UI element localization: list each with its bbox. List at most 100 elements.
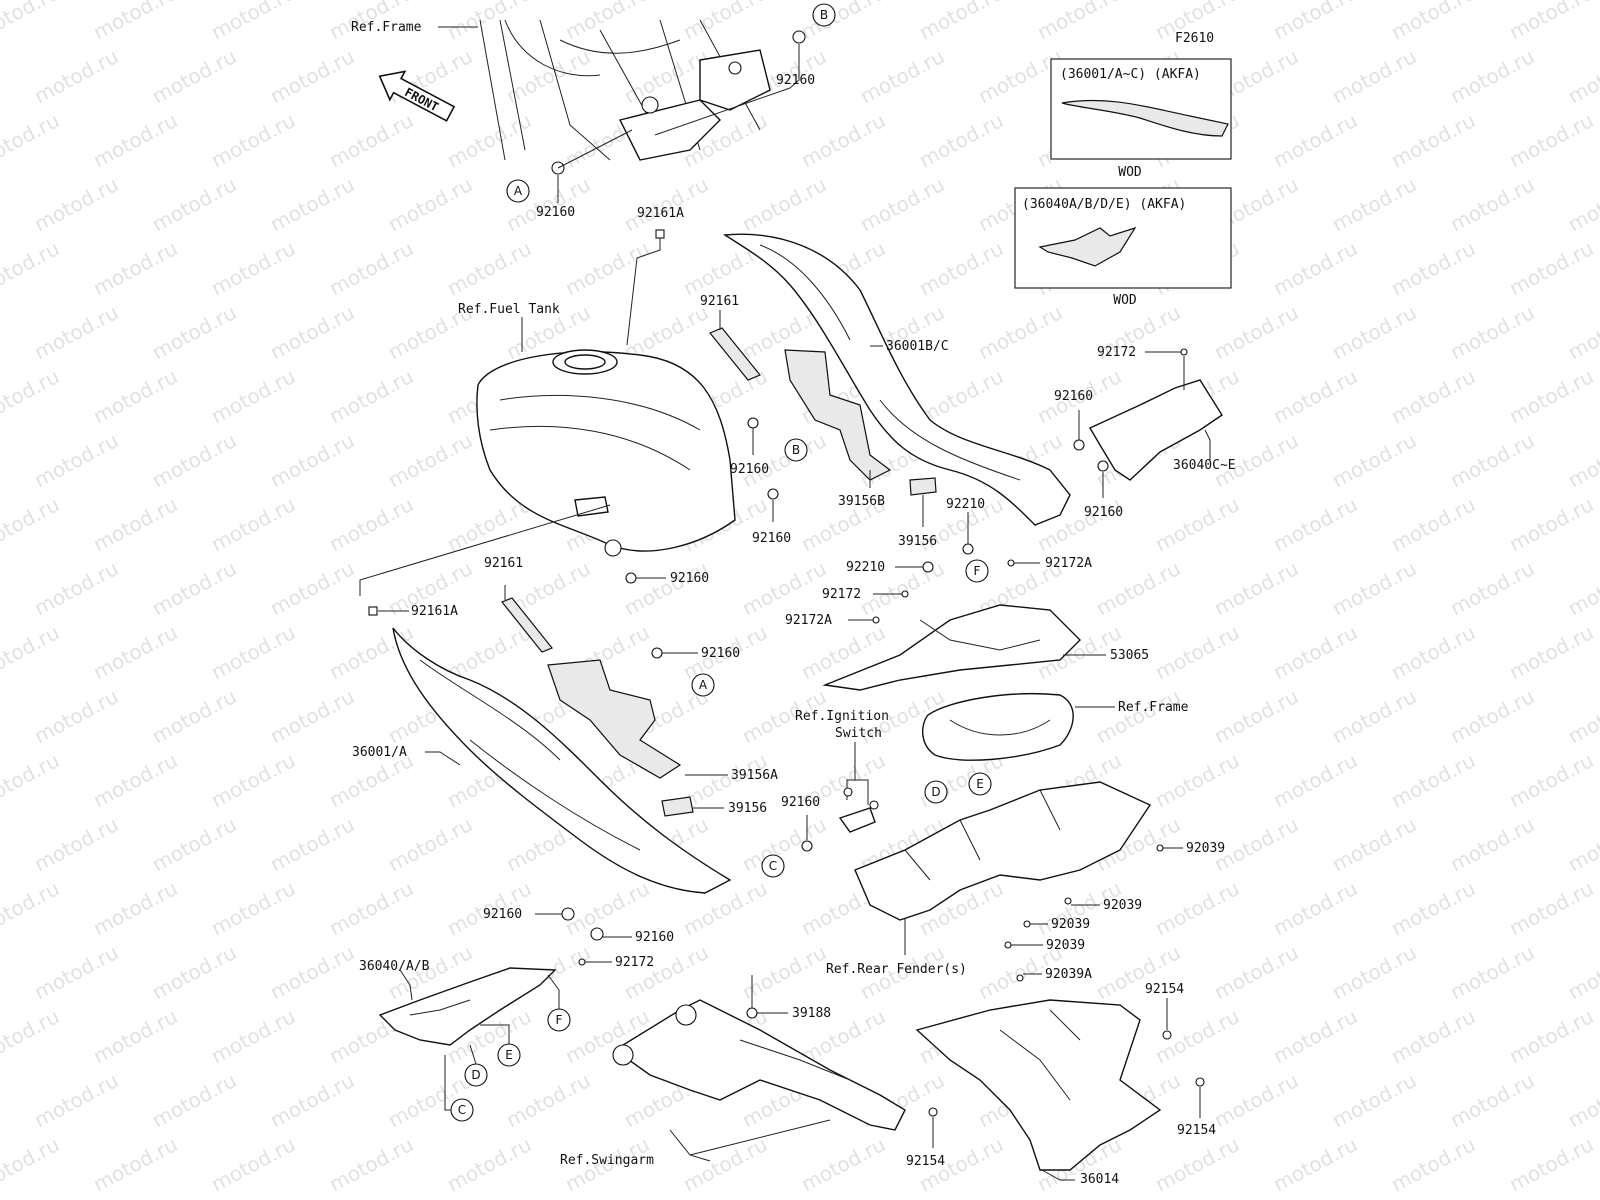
watermark-text: motod.ru <box>148 940 240 1004</box>
watermark-text: motod.ru <box>0 620 63 684</box>
callout-92039-a: 92039 <box>1186 841 1225 856</box>
watermark-text: motod.ru <box>620 172 712 236</box>
watermark-text: motod.ru <box>974 1196 1066 1200</box>
watermark-text: motod.ru <box>0 364 63 428</box>
leader-marker-E-low <box>480 1024 510 1044</box>
watermark-text: motod.ru <box>1505 236 1597 300</box>
watermark-text: motod.ru <box>30 172 122 236</box>
ref-ignition-label-2: Switch <box>835 726 882 741</box>
watermark-text: motod.ru <box>266 1196 358 1200</box>
watermark-text: motod.ru <box>89 876 181 940</box>
watermark-text: motod.ru <box>0 748 63 812</box>
leader-92161A-left-frame <box>359 504 611 596</box>
rear-fender-drawing <box>854 781 1152 921</box>
watermark-text: motod.ru <box>89 364 181 428</box>
marker-F-mid-letter: F <box>974 564 981 578</box>
watermark-text: motod.ru <box>1269 236 1361 300</box>
side-cover-36040AB-detail <box>409 999 471 1016</box>
callout-92172A-a: 92172A <box>1045 556 1092 571</box>
ref-frame-top-label: Ref.Frame <box>351 20 422 35</box>
watermark-text: motod.ru <box>148 428 240 492</box>
watermark-text: motod.ru <box>325 108 417 172</box>
watermark-text: motod.ru <box>1269 620 1361 684</box>
watermark-text: motod.ru <box>1387 492 1479 556</box>
watermark-text: motod.ru <box>1387 0 1479 44</box>
watermark-text: motod.ru <box>856 172 948 236</box>
rear-fender-36014-detail <box>999 1009 1081 1101</box>
swingarm-pivot-right <box>675 1004 697 1026</box>
marker-F-mid <box>965 559 989 583</box>
nut-92160-m1 <box>651 647 663 659</box>
screw-92172A-b <box>872 616 880 624</box>
leader-92172-right <box>1145 351 1185 390</box>
watermark-text: motod.ru <box>620 44 712 108</box>
rear-fender-detail <box>904 789 1061 881</box>
watermark-text: motod.ru <box>797 108 889 172</box>
watermark-text: motod.ru <box>266 44 358 108</box>
inset-caption-36040: WOD <box>1113 293 1137 308</box>
watermark-text: motod.ru <box>620 940 712 1004</box>
watermark-text: motod.ru <box>1269 108 1361 172</box>
callout-92160-t3: 92160 <box>670 571 709 586</box>
watermark-text: motod.ru <box>974 300 1066 364</box>
callout-92160-r2: 92160 <box>1084 505 1123 520</box>
marker-C-low-letter: C <box>458 1103 466 1117</box>
ref-frame-mid-label: Ref.Frame <box>1118 700 1189 715</box>
watermark-text: motod.ru <box>30 1068 122 1132</box>
watermark-text: motod.ru <box>1210 1196 1302 1200</box>
watermark-text: motod.ru <box>502 1196 594 1200</box>
watermark-text: motod.ru <box>1446 300 1538 364</box>
inset-label-36040: (36040A/B/D/E) (AKFA) <box>1022 197 1186 212</box>
bolt-92039-a <box>1156 844 1164 852</box>
bolt-ignition-b <box>869 800 879 810</box>
watermark-text: motod.ru <box>1328 556 1420 620</box>
watermark-text: motod.ru <box>1151 876 1243 940</box>
nut-92160-t2 <box>767 488 779 500</box>
watermark-text: motod.ru <box>1210 300 1302 364</box>
watermark-text: motod.ru <box>1564 300 1600 364</box>
watermark-text: motod.ru <box>443 1132 535 1196</box>
watermark-text: motod.ru <box>1269 364 1361 428</box>
screw-92172-mid <box>901 590 909 598</box>
seat-bracket-detail <box>919 619 1041 651</box>
watermark-text: motod.ru <box>89 1132 181 1196</box>
watermark-text: motod.ru <box>207 620 299 684</box>
watermark-text: motod.ru <box>738 1196 830 1200</box>
side-cover-inset-shape <box>1038 226 1137 267</box>
watermark-text: motod.ru <box>1564 1068 1600 1132</box>
callout-53065: 53065 <box>1110 648 1149 663</box>
callout-36040AB: 36040/A/B <box>359 959 430 974</box>
watermark-text: motod.ru <box>384 428 476 492</box>
watermark-text: motod.ru <box>1505 492 1597 556</box>
marker-E-mid <box>968 772 992 796</box>
watermark-text: motod.ru <box>1505 108 1597 172</box>
nut-92160-r1 <box>1073 439 1085 451</box>
watermark-text: motod.ru <box>1033 0 1125 44</box>
watermark-text: motod.ru <box>1564 684 1600 748</box>
watermark-text: motod.ru <box>1328 300 1420 364</box>
callout-92160-t2: 92160 <box>752 531 791 546</box>
leader-36014 <box>1041 1169 1075 1181</box>
bolt-92039-d <box>1004 941 1012 949</box>
watermark-text: motod.ru <box>1151 492 1243 556</box>
rear-fender-36014 <box>915 999 1162 1171</box>
watermark-text: motod.ru <box>325 492 417 556</box>
watermark-text: motod.ru <box>1269 876 1361 940</box>
callout-92039A: 92039A <box>1045 967 1092 982</box>
watermark-text: motod.ru <box>0 236 63 300</box>
marker-E-mid-letter: E <box>976 777 984 791</box>
watermark-text: motod.ru <box>1564 1196 1600 1200</box>
watermark-text: motod.ru <box>266 428 358 492</box>
watermark-text: motod.ru <box>30 428 122 492</box>
screw-92172-low <box>578 958 586 966</box>
ignition-bracket <box>838 807 876 833</box>
watermark-text: motod.ru <box>1269 1132 1361 1196</box>
watermark-text: motod.ru <box>0 108 63 172</box>
frame-mid-detail <box>949 719 1051 736</box>
watermark-text: motod.ru <box>0 1132 63 1196</box>
watermark-text: motod.ru <box>1269 1004 1361 1068</box>
fuel-tank-drawing <box>476 349 736 557</box>
watermark-text: motod.ru <box>1387 876 1479 940</box>
watermark-text: motod.ru <box>620 556 712 620</box>
watermark-text: motod.ru <box>1387 108 1479 172</box>
